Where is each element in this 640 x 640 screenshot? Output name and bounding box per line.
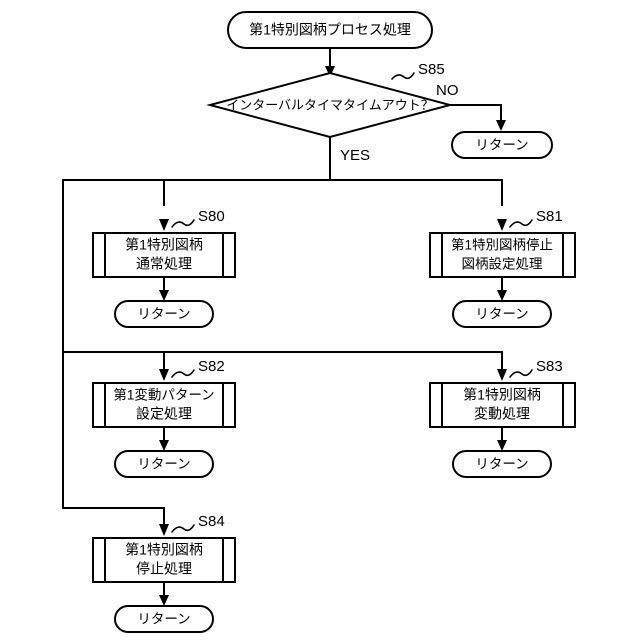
return-terminator-s80: リターン xyxy=(114,300,214,328)
process-s82-shape xyxy=(92,382,236,428)
branch-label-no: NO xyxy=(436,82,459,99)
return-s80-shape xyxy=(114,300,214,328)
branch-no: NO xyxy=(436,82,506,131)
step-label-s82: S82 xyxy=(198,358,225,375)
arrow-to-s80 xyxy=(159,219,169,231)
start-terminator: 第1特別図柄プロセス処理 xyxy=(227,11,433,49)
decision-label: インターバルタイマタイムアウト？ xyxy=(226,97,434,112)
step-marker-s84: S84 xyxy=(171,513,225,533)
process-s81: 第1特別図柄停止 図柄設定処理 xyxy=(429,232,576,278)
return-terminator-s83: リターン xyxy=(452,450,552,478)
process-s82-line2: 設定処理 xyxy=(136,406,192,422)
process-s84: 第1特別図柄 停止処理 xyxy=(92,537,236,583)
step-marker-s81: S81 xyxy=(509,208,563,228)
process-s81-line1: 第1特別図柄停止 xyxy=(451,237,553,253)
step-marker-s85: S85 xyxy=(391,61,445,80)
connector-s81-to-return xyxy=(497,276,507,301)
return-no-label: リターン xyxy=(475,138,528,153)
return-s81-shape xyxy=(452,300,552,328)
return-terminator-s81: リターン xyxy=(452,300,552,328)
return-terminator-s82: リターン xyxy=(114,450,214,478)
step-label-s83: S83 xyxy=(536,358,563,375)
return-s80-label: リターン xyxy=(137,307,190,322)
start-terminator-label: 第1特別図柄プロセス処理 xyxy=(249,22,411,38)
return-no-shape xyxy=(451,131,553,159)
process-s82-line1: 第1変動パターン xyxy=(113,387,214,403)
arrow-to-s83 xyxy=(497,369,507,381)
process-s82: 第1変動パターン 設定処理 xyxy=(92,382,236,428)
arrow-to-s84 xyxy=(159,524,169,536)
return-terminator-no: リターン xyxy=(451,131,553,159)
connector-s83-to-return xyxy=(497,426,507,451)
return-s83-label: リターン xyxy=(475,457,528,472)
step-marker-s82: S82 xyxy=(171,358,225,378)
distribution-bus xyxy=(62,179,503,529)
branch-label-yes: YES xyxy=(340,147,370,164)
return-s81-label: リターン xyxy=(475,307,528,322)
return-s83-shape xyxy=(452,450,552,478)
branch-yes: YES xyxy=(329,136,370,181)
process-s80: 第1特別図柄 通常処理 xyxy=(92,232,236,278)
return-terminator-s84: リターン xyxy=(114,605,214,633)
decision-diamond: インターバルタイマタイムアウト？ xyxy=(206,71,454,139)
connector-s84-to-return xyxy=(159,581,169,606)
process-s84-line2: 停止処理 xyxy=(136,561,192,577)
connector-s82-to-return xyxy=(159,426,169,451)
process-s83: 第1特別図柄 変動処理 xyxy=(429,382,576,428)
process-s80-line2: 通常処理 xyxy=(136,256,192,272)
arrow-to-s81 xyxy=(497,219,507,231)
process-s83-line1: 第1特別図柄 xyxy=(463,387,541,403)
process-s80-line1: 第1特別図柄 xyxy=(125,237,203,253)
connector-start-to-decision xyxy=(325,47,335,77)
process-s83-line2: 変動処理 xyxy=(474,406,530,422)
process-s83-shape xyxy=(429,382,576,428)
return-s84-label: リターン xyxy=(137,612,190,627)
process-s81-shape xyxy=(429,232,576,278)
return-s84-shape xyxy=(114,605,214,633)
step-label-s85: S85 xyxy=(418,61,445,78)
process-s81-line2: 図柄設定処理 xyxy=(462,257,543,272)
arrow-to-s82 xyxy=(159,369,169,381)
step-marker-s80: S80 xyxy=(171,208,225,228)
return-s82-label: リターン xyxy=(137,457,190,472)
return-s82-shape xyxy=(114,450,214,478)
step-marker-s83: S83 xyxy=(509,358,563,378)
step-label-s84: S84 xyxy=(198,513,225,530)
step-label-s80: S80 xyxy=(198,208,225,225)
process-s84-line1: 第1特別図柄 xyxy=(125,542,203,558)
step-label-s81: S81 xyxy=(536,208,563,225)
process-s84-shape xyxy=(92,537,236,583)
connector-s80-to-return xyxy=(159,276,169,301)
